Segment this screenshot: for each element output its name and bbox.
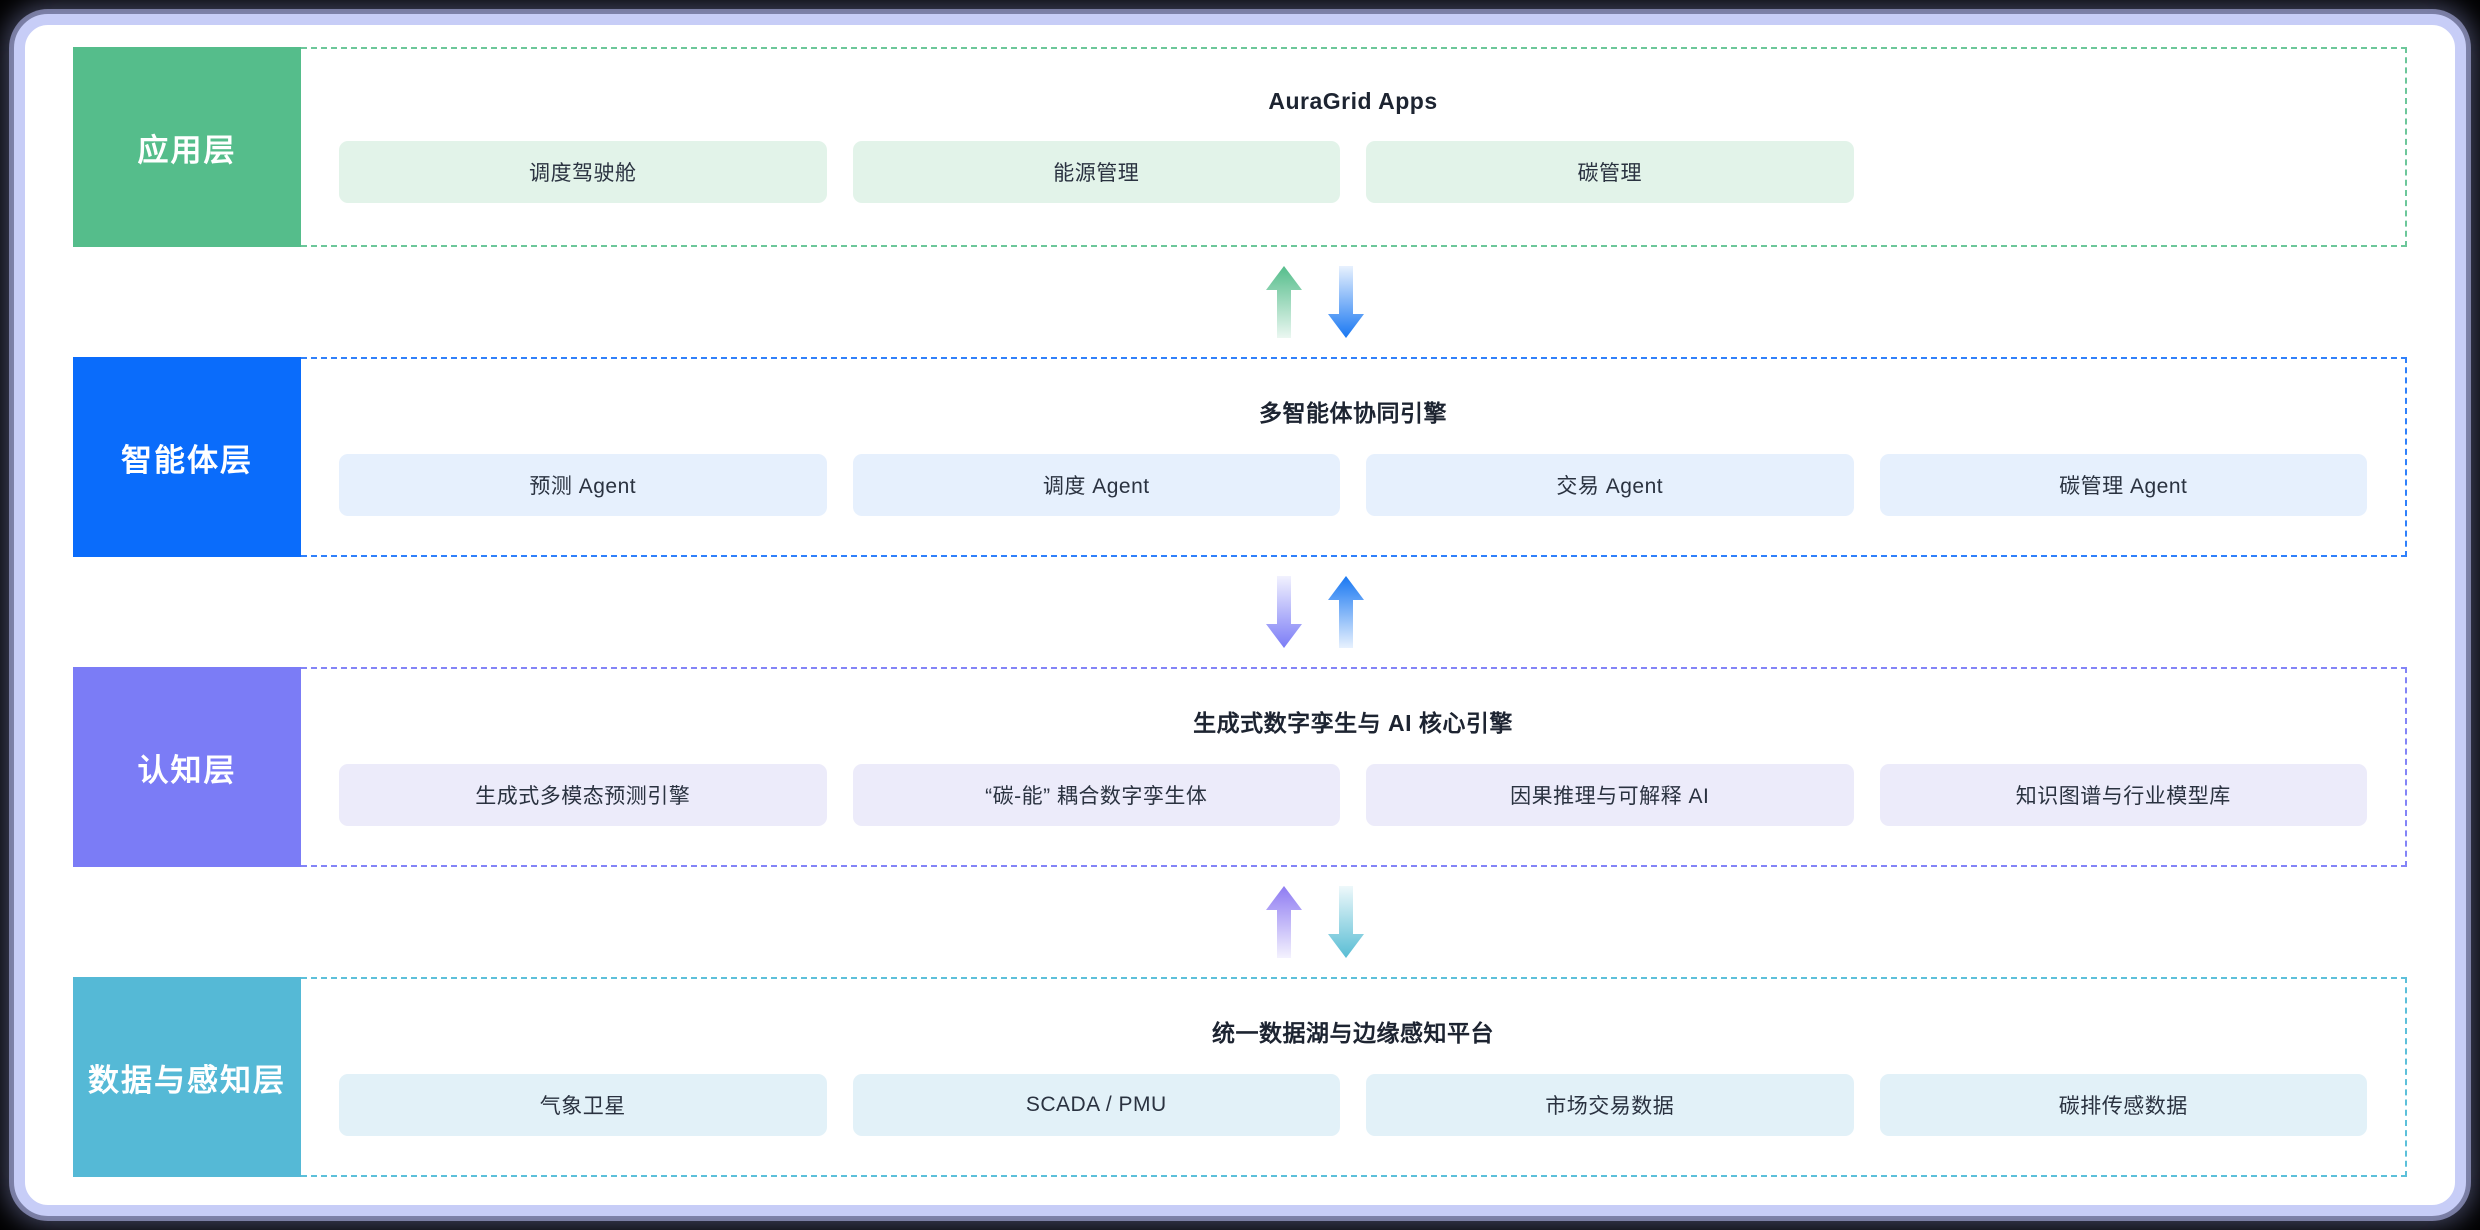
diagram-frame: 应用层 AuraGrid Apps 调度驾驶舱 能源管理 碳管理	[14, 14, 2466, 1216]
card-item[interactable]: SCADA / PMU	[852, 1074, 1340, 1136]
layer-body-application: AuraGrid Apps 调度驾驶舱 能源管理 碳管理	[301, 47, 2407, 247]
card-item[interactable]: 调度驾驶舱	[339, 140, 827, 203]
layer-label-agent: 智能体层	[73, 357, 301, 557]
arrow-up-purple-icon	[1266, 886, 1302, 958]
card-item[interactable]: 因果推理与可解释 AI	[1366, 764, 1854, 826]
arrow-up-blue-icon	[1328, 576, 1364, 648]
card-item[interactable]: 交易 Agent	[1366, 454, 1854, 516]
connector-cognition-data	[73, 867, 2407, 977]
architecture-diagram: 应用层 AuraGrid Apps 调度驾驶舱 能源管理 碳管理	[25, 25, 2455, 1205]
layer-body-cognition: 生成式数字孪生与 AI 核心引擎 生成式多模态预测引擎 “碳-能” 耦合数字孪生…	[301, 667, 2407, 867]
layer-title-agent: 多智能体协同引擎	[1259, 400, 1447, 426]
layer-agent: 智能体层 多智能体协同引擎 预测 Agent 调度 Agent 交易 Agent…	[73, 357, 2407, 557]
card-item[interactable]: 碳管理 Agent	[1879, 454, 2367, 516]
card-item[interactable]: 预测 Agent	[339, 454, 827, 516]
layer-label-application: 应用层	[73, 47, 301, 247]
card-grid-application: 调度驾驶舱 能源管理 碳管理	[321, 140, 2385, 203]
card-item[interactable]: 气象卫星	[339, 1074, 827, 1136]
arrow-up-green-icon	[1266, 266, 1302, 338]
card-grid-data: 气象卫星 SCADA / PMU 市场交易数据 碳排传感数据	[321, 1074, 2385, 1136]
arrow-down-purple-icon	[1266, 576, 1302, 648]
layer-application: 应用层 AuraGrid Apps 调度驾驶舱 能源管理 碳管理	[73, 47, 2407, 247]
card-item[interactable]: 能源管理	[852, 140, 1340, 203]
layer-data: 数据与感知层 统一数据湖与边缘感知平台 气象卫星 SCADA / PMU 市场交…	[73, 977, 2407, 1177]
layer-body-agent: 多智能体协同引擎 预测 Agent 调度 Agent 交易 Agent 碳管理 …	[301, 357, 2407, 557]
card-grid-agent: 预测 Agent 调度 Agent 交易 Agent 碳管理 Agent	[321, 454, 2385, 516]
card-item[interactable]: 市场交易数据	[1366, 1074, 1854, 1136]
card-item[interactable]: “碳-能” 耦合数字孪生体	[852, 764, 1340, 826]
card-item[interactable]: 生成式多模态预测引擎	[339, 764, 827, 826]
layer-title-application: AuraGrid Apps	[1268, 87, 1438, 114]
card-grid-cognition: 生成式多模态预测引擎 “碳-能” 耦合数字孪生体 因果推理与可解释 AI 知识图…	[321, 764, 2385, 826]
card-item[interactable]: 碳管理	[1366, 140, 1854, 203]
connector-app-agent	[73, 247, 2407, 357]
arrow-down-cyan-icon	[1328, 886, 1364, 958]
layer-label-data: 数据与感知层	[73, 977, 301, 1177]
layer-title-cognition: 生成式数字孪生与 AI 核心引擎	[1193, 710, 1513, 736]
layer-title-data: 统一数据湖与边缘感知平台	[1212, 1020, 1494, 1046]
card-item[interactable]: 调度 Agent	[852, 454, 1340, 516]
layer-label-cognition: 认知层	[73, 667, 301, 867]
layer-cognition: 认知层 生成式数字孪生与 AI 核心引擎 生成式多模态预测引擎 “碳-能” 耦合…	[73, 667, 2407, 867]
card-item[interactable]: 碳排传感数据	[1879, 1074, 2367, 1136]
connector-agent-cognition	[73, 557, 2407, 667]
card-item[interactable]: 知识图谱与行业模型库	[1879, 764, 2367, 826]
arrow-down-blue-icon	[1328, 266, 1364, 338]
layer-body-data: 统一数据湖与边缘感知平台 气象卫星 SCADA / PMU 市场交易数据 碳排传…	[301, 977, 2407, 1177]
